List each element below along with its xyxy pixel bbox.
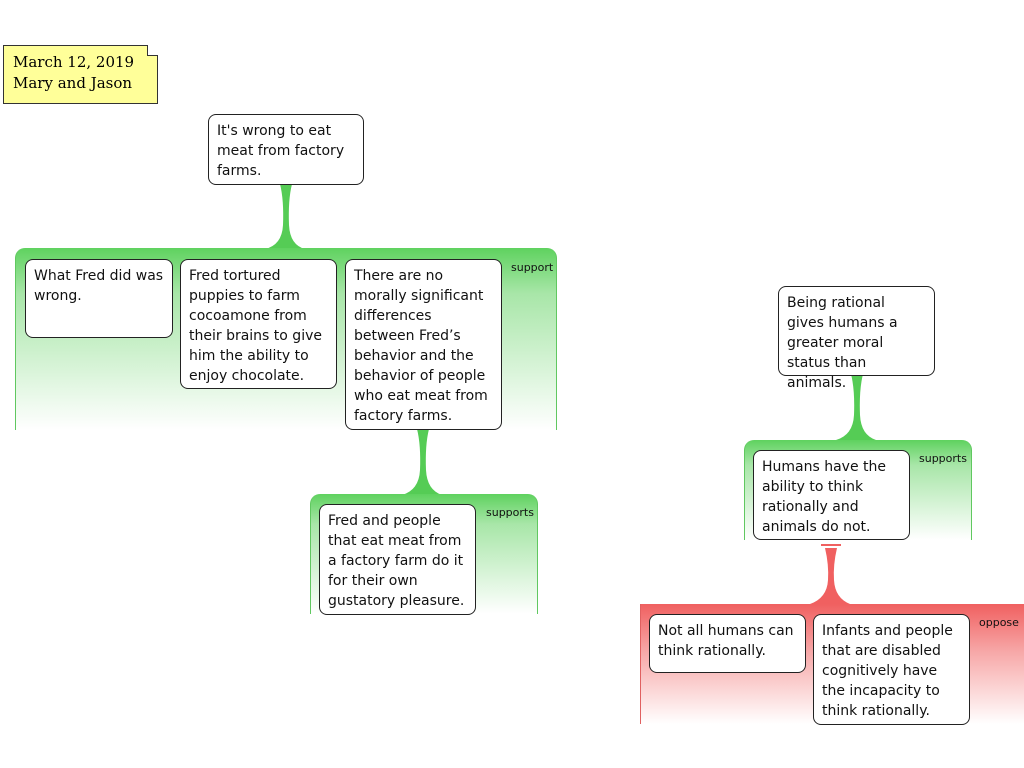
connector-main-to-support — [265, 184, 305, 249]
reason-fred-wrong[interactable]: What Fred did was wrong. — [25, 259, 173, 338]
note-date: March 12, 2019 — [13, 53, 135, 71]
note-fold-corner — [147, 45, 158, 56]
supports-label-rational: supports — [919, 452, 967, 465]
oppose-label: oppose — [979, 616, 1019, 629]
main-claim[interactable]: It's wrong to eat meat from factory farm… — [208, 114, 364, 185]
connector-rational-to-supports — [836, 374, 876, 440]
objection-infants-disabled[interactable]: Infants and people that are disabled cog… — [813, 614, 970, 725]
reason-fred-tortured[interactable]: Fred tortured puppies to farm cocoamone … — [180, 259, 337, 389]
rational-claim[interactable]: Being rational gives humans a greater mo… — [778, 286, 935, 391]
supports-label-pleasure: supports — [486, 506, 534, 519]
date-note: March 12, 2019 Mary and Jason — [3, 45, 158, 104]
connector-differences-to-supports — [402, 429, 442, 495]
reason-no-differences[interactable]: There are no morally significant differe… — [345, 259, 502, 430]
objection-not-all-humans[interactable]: Not all humans can think rationally. — [649, 614, 806, 673]
reason-gustatory-pleasure[interactable]: Fred and people that eat meat from a fac… — [319, 504, 476, 615]
connector-humans-to-oppose — [810, 548, 850, 604]
support-label: support — [511, 261, 554, 274]
reason-humans-rational[interactable]: Humans have the ability to think rationa… — [753, 450, 910, 540]
note-authors: Mary and Jason — [13, 74, 133, 92]
